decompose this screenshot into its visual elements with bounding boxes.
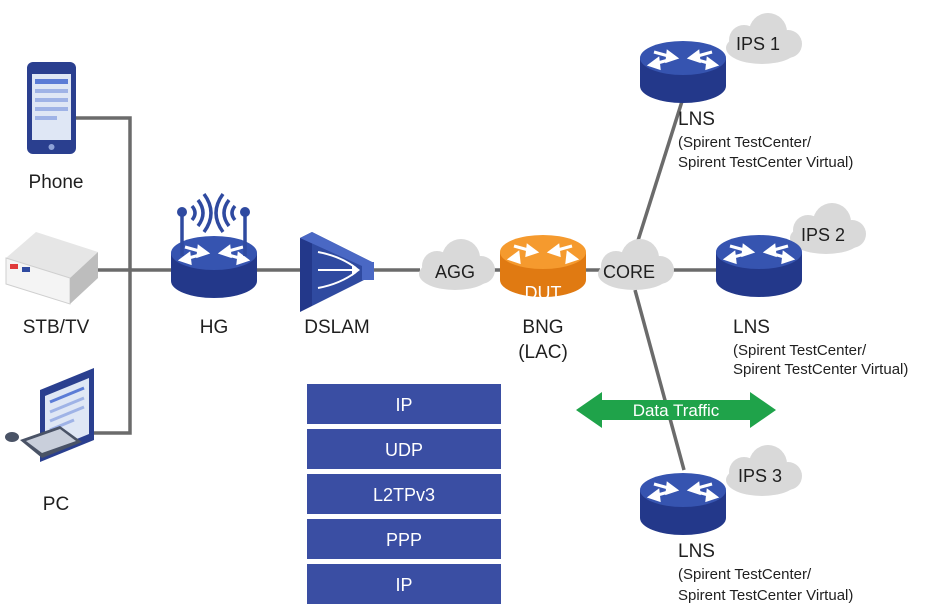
lns1-router-icon (638, 39, 728, 105)
ips1-label: IPS 1 (736, 34, 780, 54)
stb-icon (5, 232, 98, 305)
lns1-title: LNS (678, 109, 715, 130)
stack-layer-label: IP (395, 575, 412, 595)
ips2-label: IPS 2 (801, 225, 845, 245)
stack-layer (305, 562, 503, 606)
stack-layer-label: UDP (385, 440, 423, 460)
stack-layer-label: PPP (386, 530, 422, 550)
link-phone (74, 116, 132, 270)
bng-router-icon (500, 235, 586, 297)
pc-label: PC (43, 494, 69, 515)
lns2-line2: Spirent TestCenter Virtual) (733, 361, 908, 378)
stack-layer (305, 427, 503, 471)
ips3-label: IPS 3 (738, 466, 782, 486)
lns3-line1: (Spirent TestCenter/ (678, 566, 812, 583)
data-traffic-arrow (576, 392, 776, 428)
phone-icon (27, 62, 76, 154)
wifi-signal-icon (177, 192, 250, 256)
lns2-router-icon (714, 233, 804, 299)
lns2-line1: (Spirent TestCenter/ (733, 342, 867, 359)
core-label: CORE (603, 262, 655, 282)
link-core-lns1 (633, 94, 686, 251)
lns3-line2: Spirent TestCenter Virtual) (678, 587, 853, 604)
hg-label: HG (200, 317, 229, 338)
dslam-label: DSLAM (304, 317, 369, 338)
dut-badge: DUT (525, 283, 562, 303)
stb-label: STB/TV (23, 317, 90, 338)
lns1-line2: Spirent TestCenter Virtual) (678, 154, 853, 171)
lns2-title: LNS (733, 317, 770, 338)
agg-label: AGG (435, 262, 475, 282)
lns1-line1: (Spirent TestCenter/ (678, 134, 812, 151)
data-traffic-label: Data Traffic (633, 401, 720, 420)
lns3-router-icon (638, 471, 728, 537)
protocol-stack: IP UDP L2TPv3 PPP IP (305, 382, 503, 606)
phone-label: Phone (29, 172, 84, 193)
stack-layer-label: L2TPv3 (373, 485, 435, 505)
lns3-title: LNS (678, 541, 715, 562)
pc-icon (5, 368, 94, 462)
stack-layer-label: IP (395, 395, 412, 415)
stack-layer (305, 517, 503, 561)
bng-label: BNG (522, 317, 563, 338)
stack-layer (305, 382, 503, 426)
stack-layer (305, 472, 503, 516)
dslam-icon (300, 232, 374, 312)
lac-label: (LAC) (518, 342, 568, 363)
link-pc (92, 270, 132, 435)
link-core-lns3 (633, 289, 686, 471)
